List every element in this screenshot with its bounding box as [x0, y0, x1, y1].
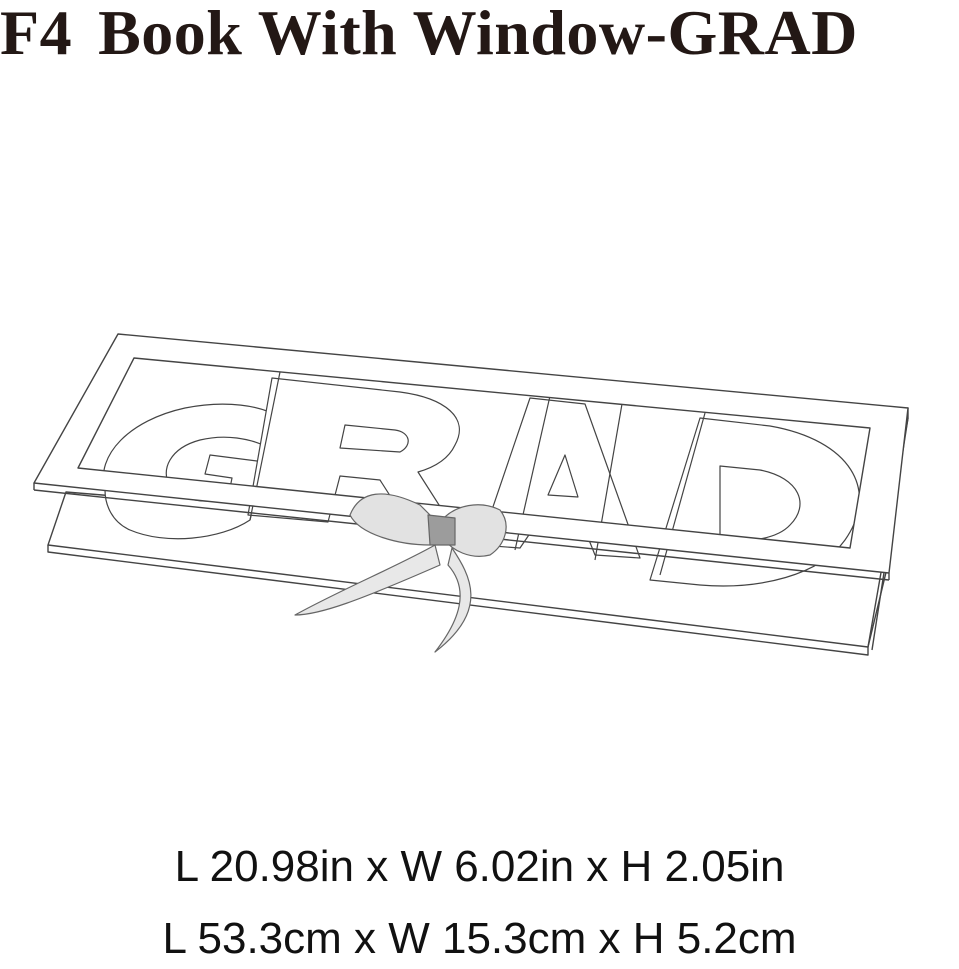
ribbon-bow — [294, 493, 507, 653]
product-code: F4 — [0, 0, 73, 68]
gift-box-illustration — [33, 333, 909, 656]
dimensions-centimeters: L 53.3cm x W 15.3cm x H 5.2cm — [162, 914, 797, 963]
dimensions-inches: L 20.98in x W 6.02in x H 2.05in — [174, 842, 785, 891]
product-title: F4 Book With Window-GRAD — [0, 0, 959, 70]
product-name: Book With Window-GRAD — [98, 0, 858, 68]
